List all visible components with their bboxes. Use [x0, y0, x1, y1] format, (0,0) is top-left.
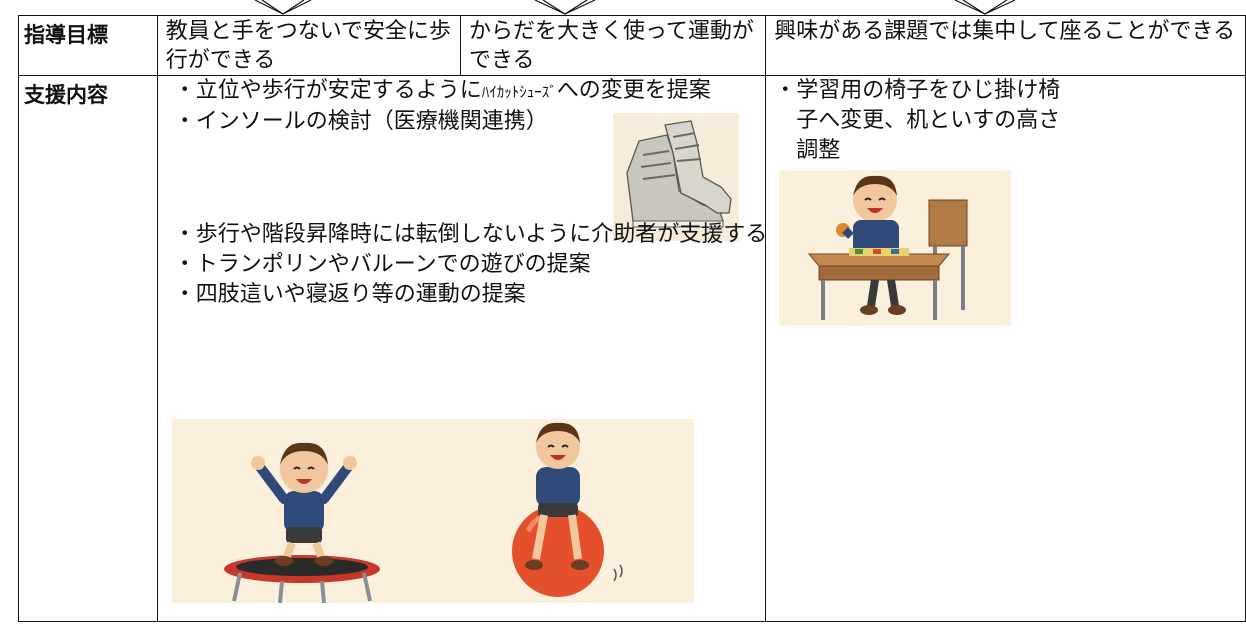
support-list-bottom: 歩行や階段昇降時には転倒しないように介助者が支援する トランポリンやバルーンでの…	[174, 220, 774, 310]
desk-child-image	[779, 170, 1012, 326]
support-item-insole: インソールの検討（医療機関連携）	[174, 107, 626, 137]
arrow-tip-1	[254, 0, 312, 15]
support-item-high-cut-shoes: 立位や歩行が安定するようにﾊｲｶｯﾄｼｭｰｽﾞへの変更を提案	[174, 76, 759, 107]
goal-cell-1: 教員と手をつないで安全に歩行ができる	[156, 15, 461, 76]
goal-row: 指導目標 教員と手をつないで安全に歩行ができる からだを大きく使って運動ができる…	[18, 15, 1246, 76]
support-plan-table: 指導目標 教員と手をつないで安全に歩行ができる からだを大きく使って運動ができる…	[18, 15, 1246, 622]
high-cut-shoes-label: ﾊｲｶｯﾄｼｭｰｽﾞ	[481, 83, 557, 101]
support-right-cell: 学習用の椅子をひじ掛け椅子へ変更、机といすの高さ調整	[765, 75, 1246, 622]
support-item-crawling: 四肢這いや寝返り等の運動の提案	[174, 280, 774, 310]
support-item-trampoline: トランポリンやバルーンでの遊びの提案	[174, 250, 774, 280]
support-item-fall-assist: 歩行や階段昇降時には転倒しないように介助者が支援する	[174, 220, 774, 250]
balance-ball-child-image	[453, 419, 694, 603]
arrow-tip-3	[954, 0, 1016, 15]
arrow-tip-2	[534, 0, 596, 15]
support-left-cell: 立位や歩行が安定するようにﾊｲｶｯﾄｼｭｰｽﾞへの変更を提案 インソールの検討（…	[156, 75, 767, 622]
goal-cell-2: からだを大きく使って運動ができる	[459, 15, 767, 76]
support-row: 支援内容 立位や歩行が安定するようにﾊｲｶｯﾄｼｭｰｽﾞへの変更を提案 インソー…	[18, 75, 1246, 622]
support-list-right: 学習用の椅子をひじ掛け椅子へ変更、机といすの高さ調整	[774, 76, 1074, 166]
goal-cell-3: 興味がある課題では集中して座ることができる	[765, 15, 1246, 76]
support-item-armchair: 学習用の椅子をひじ掛け椅子へ変更、机といすの高さ調整	[774, 76, 1074, 166]
goal-header: 指導目標	[18, 15, 158, 76]
support-list-top: 立位や歩行が安定するようにﾊｲｶｯﾄｼｭｰｽﾞへの変更を提案 インソールの検討（…	[174, 76, 759, 137]
header-arrows	[0, 0, 1246, 16]
support-header: 支援内容	[18, 75, 158, 622]
trampoline-child-image	[171, 419, 454, 603]
